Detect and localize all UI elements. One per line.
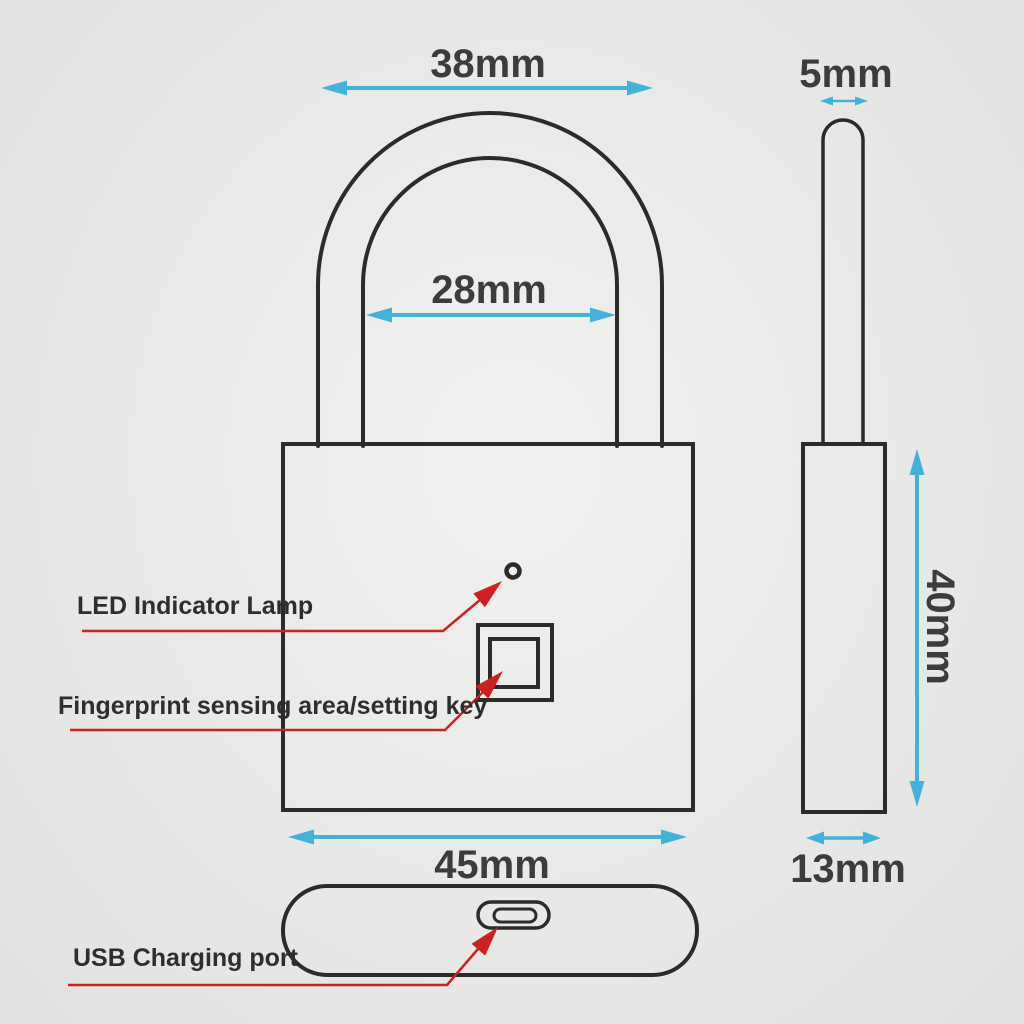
dim-arrowhead — [321, 80, 347, 96]
leader-led-arrowhead — [473, 581, 502, 608]
label-usb-charging-port: USB Charging port — [73, 944, 298, 972]
leader-fingerprint — [70, 691, 484, 732]
dim-arrowhead — [909, 449, 925, 475]
side-body — [801, 442, 887, 814]
led-indicator-dot — [504, 562, 522, 580]
usb-port-inner — [492, 907, 538, 924]
dim-arrowhead — [855, 96, 868, 106]
usb-port-outer — [476, 900, 551, 930]
dim-arrowhead — [806, 831, 824, 845]
front-shackle-outer — [316, 111, 664, 448]
dim-arrowhead — [820, 96, 833, 106]
leader-fingerprint-arrowhead — [475, 671, 503, 699]
dim-text-body-height: 40mm — [918, 569, 962, 685]
dim-text-shackle-inner-width: 28mm — [431, 268, 547, 312]
leader-usb-arrowhead — [471, 927, 498, 956]
dim-text-body-depth: 13mm — [790, 847, 906, 891]
dim-text-shackle-thickness: 5mm — [799, 52, 893, 96]
dim-arrowhead — [909, 781, 925, 807]
dim-text-shackle-outer-width: 38mm — [430, 42, 546, 86]
label-led-indicator: LED Indicator Lamp — [77, 592, 314, 620]
side-shackle — [821, 118, 865, 446]
dim-arrowhead — [661, 829, 687, 845]
leader-lines — [68, 581, 503, 987]
dim-arrowhead — [288, 829, 314, 845]
fingerprint-inner-square — [488, 637, 540, 689]
label-fingerprint-sensor: Fingerprint sensing area/setting key — [58, 692, 488, 720]
bottom-view-outline — [281, 884, 699, 977]
leader-usb — [68, 948, 479, 987]
front-body — [281, 442, 695, 812]
dim-arrowhead — [627, 80, 653, 96]
leader-led — [82, 599, 481, 633]
dim-text-body-width: 45mm — [434, 843, 550, 887]
dim-arrowhead — [863, 831, 881, 845]
front-shackle-inner — [361, 156, 619, 448]
fingerprint-outer-square — [476, 623, 554, 702]
dimension-arrows — [288, 80, 925, 845]
dim-arrowhead — [366, 307, 392, 323]
dim-arrowhead — [590, 307, 616, 323]
